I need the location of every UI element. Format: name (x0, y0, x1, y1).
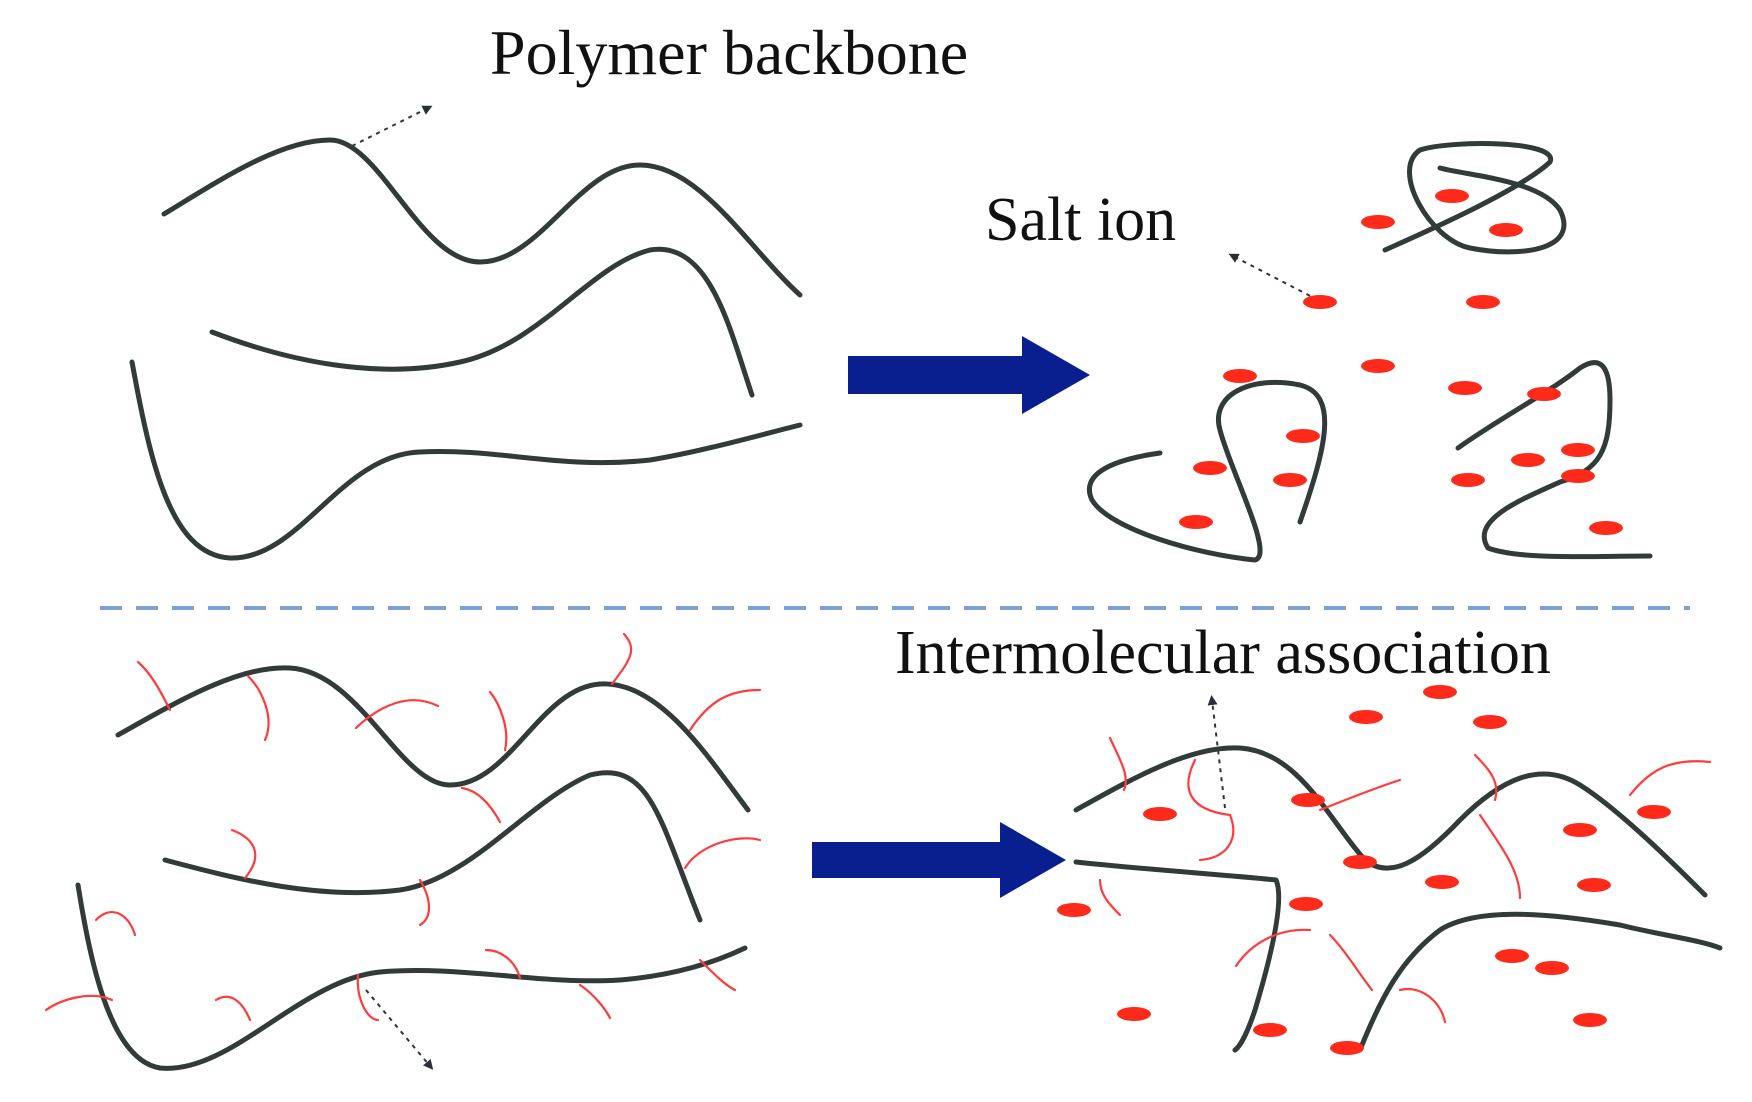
side-chain (488, 690, 508, 752)
salt-ion (1330, 1041, 1364, 1055)
side-chain (683, 837, 762, 870)
associated-chain (1357, 911, 1723, 1053)
associated-chain (1073, 859, 1282, 1053)
side-chain (354, 699, 440, 730)
top-right-coiled-chains (1086, 141, 1653, 563)
salt-ion (1495, 949, 1529, 963)
polymer-backbone-label: Polymer backbone (490, 17, 968, 88)
salt-ion (1291, 793, 1325, 807)
side-chain (418, 878, 431, 927)
side-chain (460, 786, 502, 824)
salt-ion (1223, 369, 1257, 383)
salt-ion (1423, 685, 1457, 699)
bottom-right-salt-ions (1057, 685, 1671, 1055)
salt-ion (1289, 897, 1323, 911)
side-chain (1234, 928, 1312, 968)
bottom-left-side-chains (44, 632, 762, 1022)
salt-ion (1637, 805, 1671, 819)
side-chain (1108, 736, 1127, 792)
process-arrow-top (848, 336, 1090, 414)
side-chain (698, 958, 737, 992)
side-chain-pointer-arrow (365, 989, 434, 1070)
salt-ion (1563, 823, 1597, 837)
salt-ion (1179, 515, 1213, 529)
coiled-chain (1086, 379, 1328, 563)
backbone-chain (162, 770, 703, 923)
salt-ion (1253, 1023, 1287, 1037)
intermolecular-association-label: Intermolecular association (895, 619, 1551, 687)
backbone-pointer-arrow (351, 105, 433, 147)
process-arrow-bottom (812, 822, 1066, 898)
salt-ion (1343, 855, 1377, 869)
coiled-chain (1382, 141, 1567, 255)
salt-ion (1361, 215, 1395, 229)
salt-ion (1511, 453, 1545, 467)
side-chain (1098, 878, 1122, 917)
coiled-chain (1455, 360, 1653, 560)
salt-ion (1349, 710, 1383, 724)
salt-ion (1561, 443, 1595, 457)
side-chain (1478, 813, 1522, 900)
salt-ion (1577, 878, 1611, 892)
salt-ion (1527, 387, 1561, 401)
salt-ion (1117, 1007, 1151, 1021)
bottom-left-backbones (75, 665, 751, 1071)
salt-ion (1143, 807, 1177, 821)
salt-ion-pointer-arrow (1228, 253, 1319, 301)
backbone-chain (129, 359, 803, 561)
salt-ion (1057, 903, 1091, 917)
side-chain (1187, 758, 1235, 862)
side-chain (484, 948, 522, 980)
side-chain (214, 995, 252, 1022)
side-chain (230, 828, 257, 880)
backbone-chain (115, 665, 751, 813)
salt-ion (1303, 295, 1337, 309)
side-chain (356, 973, 380, 1022)
side-chain (136, 660, 172, 712)
side-chain (1318, 778, 1402, 812)
salt-ion (1435, 189, 1469, 203)
salt-ion (1573, 1013, 1607, 1027)
bottom-right-side-chains (1098, 736, 1712, 1024)
side-chain (1328, 933, 1374, 992)
side-chain (44, 994, 114, 1012)
side-chain (246, 674, 270, 742)
salt-ion (1273, 473, 1307, 487)
side-chain (578, 983, 612, 1020)
salt-ion (1193, 461, 1227, 475)
associated-chain (1073, 745, 1708, 898)
side-chain (1473, 753, 1498, 802)
backbone-chain (209, 246, 755, 398)
bottom-right-associated-chains (1073, 745, 1723, 1053)
side-chain (688, 688, 762, 732)
top-right-salt-ions (1179, 189, 1623, 535)
top-left-backbones (129, 137, 803, 561)
salt-ion (1473, 715, 1507, 729)
side-chain (1628, 760, 1712, 797)
salt-ion (1286, 429, 1320, 443)
side-chain (610, 632, 633, 686)
backbone-chain (75, 882, 748, 1071)
salt-ion (1589, 521, 1623, 535)
salt-ion-label: Salt ion (985, 186, 1176, 254)
salt-ion (1466, 295, 1500, 309)
pointer-arrows (351, 105, 1319, 1070)
salt-ion (1535, 961, 1569, 975)
salt-ion (1451, 473, 1485, 487)
salt-ion (1448, 381, 1482, 395)
side-chain (1398, 987, 1447, 1024)
salt-ion (1425, 875, 1459, 889)
salt-ion (1361, 359, 1395, 373)
salt-ion (1489, 223, 1523, 237)
side-chain (94, 910, 137, 937)
salt-ion (1561, 469, 1595, 483)
backbone-chain (161, 137, 803, 298)
association-pointer-arrow (1207, 695, 1226, 809)
